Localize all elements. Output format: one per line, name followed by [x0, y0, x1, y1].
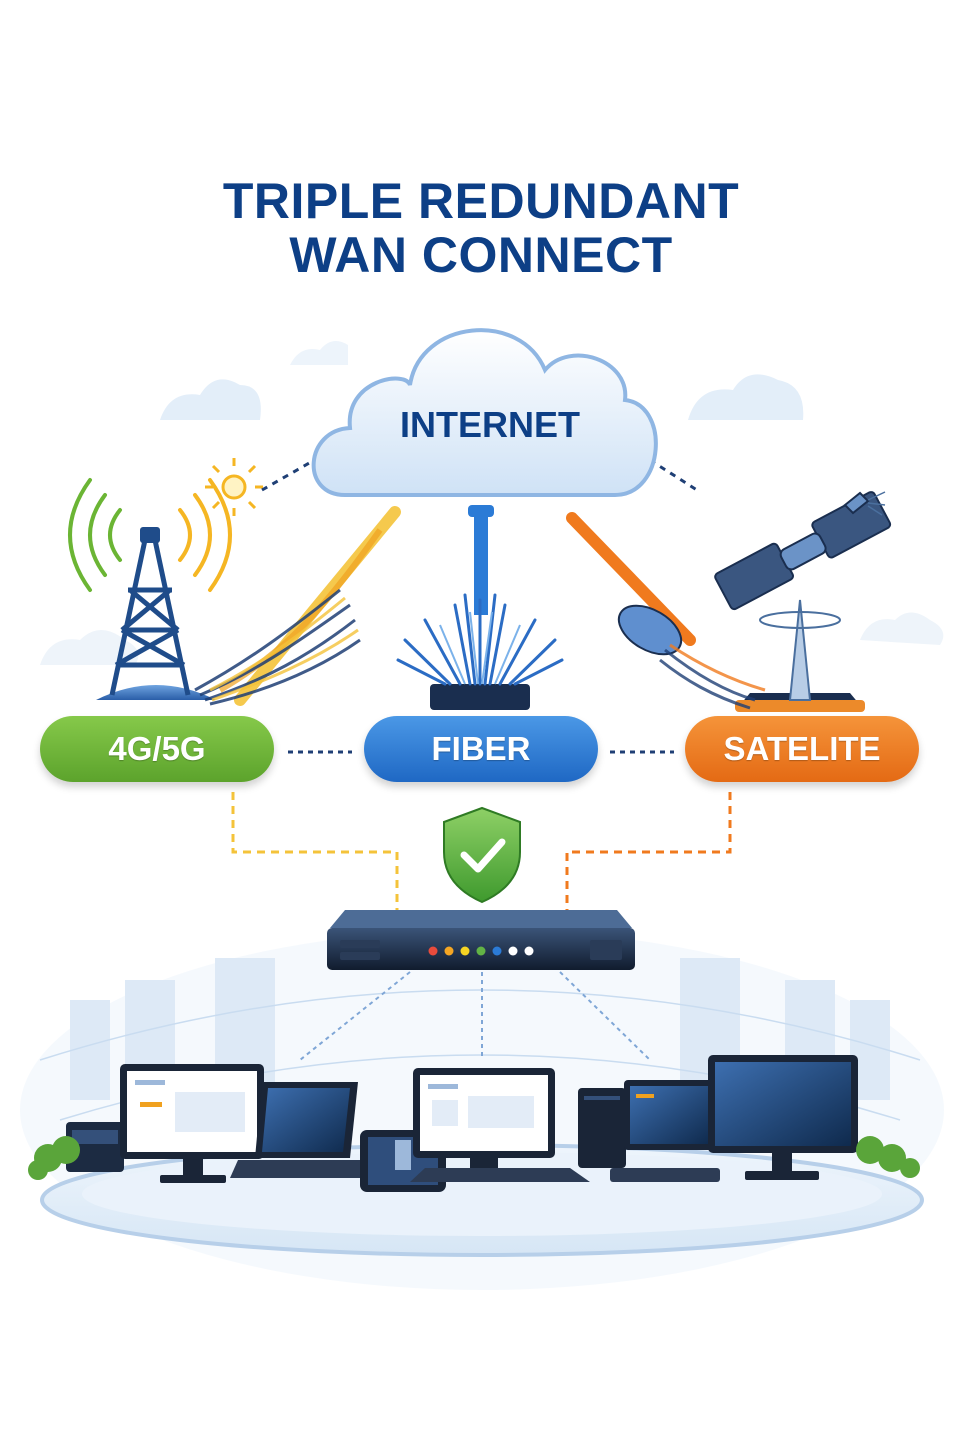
plant-icon	[28, 1136, 920, 1180]
router-device-links	[299, 971, 651, 1061]
satellite-pill: SATELITE	[685, 716, 919, 782]
router-icon	[327, 910, 635, 970]
router-led	[444, 946, 454, 956]
desktop-monitor-icon	[708, 1055, 858, 1180]
fiber-label: FIBER	[431, 730, 531, 767]
router-led	[428, 946, 438, 956]
background-clouds	[40, 341, 944, 665]
fiber-pill: FIBER	[364, 716, 598, 782]
internet-cloud-icon	[311, 328, 658, 497]
router-led	[524, 946, 534, 956]
desktop-monitor-icon	[610, 1080, 720, 1182]
desktop-tower-icon	[578, 1088, 626, 1168]
satellite-label: SATELITE	[723, 730, 881, 767]
laptop-icon	[230, 1082, 368, 1178]
cellular-label: 4G/5G	[108, 730, 206, 767]
shield-check-icon	[443, 806, 521, 904]
desktop-monitor-icon	[120, 1064, 264, 1183]
devices	[28, 1055, 920, 1192]
fiber-bundle-icon	[396, 593, 564, 710]
title-line-2: WAN CONNECT	[289, 227, 673, 283]
sun-icon	[205, 458, 263, 516]
router-led	[492, 946, 502, 956]
router-led	[476, 946, 486, 956]
cell-tower-icon	[68, 478, 361, 706]
title-line-1: TRIPLE REDUNDANT	[222, 173, 740, 229]
server-icon	[66, 1122, 124, 1172]
router-led	[508, 946, 518, 956]
router-led	[460, 946, 470, 956]
satellite-dish-icon	[617, 491, 892, 712]
connection-beams	[218, 505, 696, 706]
cellular-pill: 4G/5G	[40, 716, 274, 782]
desktop-monitor-icon	[413, 1068, 555, 1170]
laptop-icon	[410, 1168, 590, 1182]
internet-label: INTERNET	[400, 404, 580, 445]
